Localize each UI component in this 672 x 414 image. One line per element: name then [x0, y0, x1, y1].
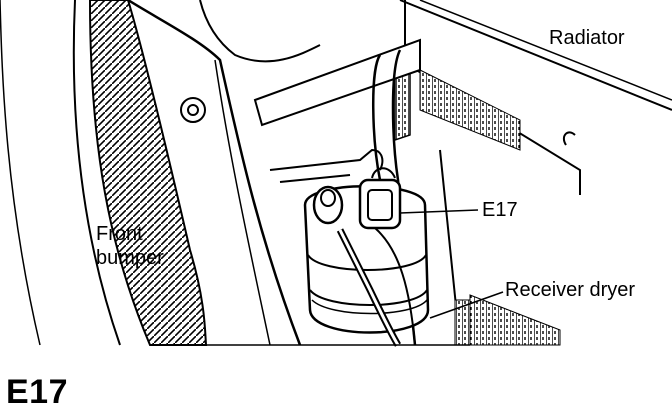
front-bumper-label-line1: Front — [96, 223, 143, 245]
radiator-support — [253, 38, 561, 346]
leader-lines — [399, 209, 504, 319]
receiver-dryer-label: Receiver dryer — [505, 279, 636, 301]
e17-label: E17 — [482, 199, 518, 221]
front-bumper-label: Front bumper — [96, 222, 164, 270]
wire-harness — [336, 227, 416, 347]
radiator-label: Radiator — [549, 27, 625, 49]
front-bumper-label-line2: bumper — [96, 247, 164, 269]
radiator-shape — [394, 0, 672, 195]
bumper-panel — [127, 0, 321, 346]
connector-e17 — [269, 148, 402, 230]
front-bumper-shape — [0, 0, 208, 346]
figure-caption: E17 — [6, 373, 68, 411]
